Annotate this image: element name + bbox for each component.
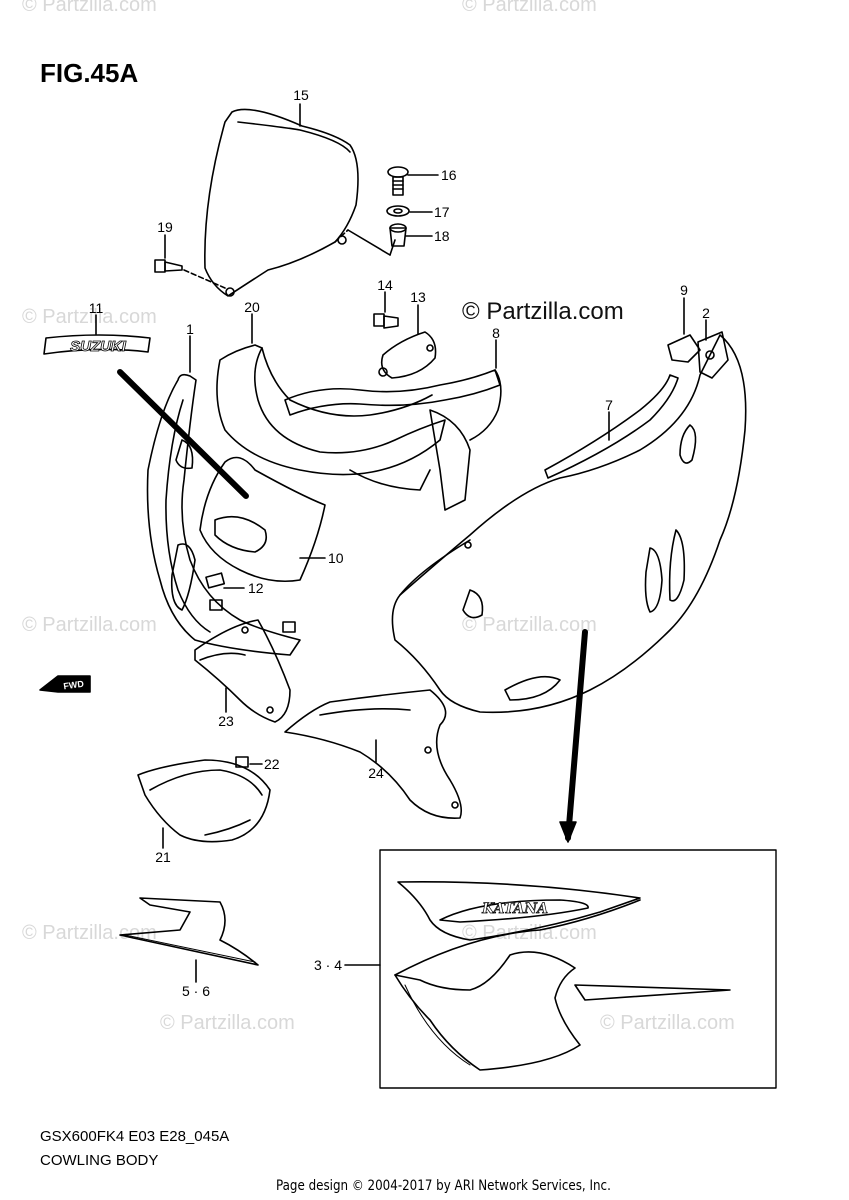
watermark: © Partzilla.com	[600, 1012, 735, 1034]
washer-17	[386, 205, 410, 217]
footer-copyright: Page design © 2004-2017 by ARI Network S…	[276, 1178, 611, 1194]
suzuki-emblem-11	[43, 334, 151, 355]
bracket-9-2	[667, 331, 729, 379]
watermark: © Partzilla.com	[462, 922, 597, 944]
inner-panel-20	[216, 344, 446, 491]
watermark: © Partzilla.com	[160, 1012, 295, 1034]
well-nut-18	[389, 223, 407, 247]
cowling-left-1	[146, 373, 301, 656]
callout-7: 7	[605, 397, 613, 413]
callout-19: 19	[157, 219, 173, 235]
watermark: © Partzilla.com	[22, 0, 157, 16]
callout-21: 21	[155, 849, 171, 865]
windscreen-15	[204, 108, 359, 297]
callout-13: 13	[410, 289, 426, 305]
lower-panel-24	[284, 689, 463, 819]
callout-5-6: 5 · 6	[182, 983, 210, 999]
callout-16: 16	[441, 167, 457, 183]
callout-23: 23	[218, 713, 234, 729]
katana-decal-text: KATANA	[481, 901, 548, 917]
callout-8: 8	[492, 325, 500, 341]
decal-3-4	[394, 881, 731, 1071]
callout-11: 11	[89, 300, 104, 316]
clip-12	[205, 572, 296, 633]
bracket-13	[378, 331, 437, 379]
callout-2: 2	[702, 305, 710, 321]
fwd-label: FWD	[63, 679, 85, 692]
inner-trim-8	[284, 369, 502, 511]
callout-18: 18	[434, 228, 450, 244]
screw-16	[387, 166, 409, 196]
figure-title: FIG.45A	[40, 58, 139, 88]
side-panel-10	[199, 456, 326, 583]
model-code: GSX600FK4 E03 E28_045A	[40, 1128, 230, 1145]
cowling-right-7	[391, 334, 747, 714]
fwd-arrow	[39, 675, 91, 693]
watermark: © Partzilla.com	[22, 306, 157, 328]
callout-14: 14	[377, 277, 393, 293]
callout-12: 12	[248, 580, 264, 596]
under-cover-21	[137, 759, 271, 843]
callout-9: 9	[680, 282, 688, 298]
decal-5-6	[119, 897, 259, 966]
diagram-name: COWLING BODY	[40, 1152, 159, 1169]
decal-detail-box	[379, 849, 777, 1089]
watermark: © Partzilla.com	[22, 614, 157, 636]
callout-3-4: 3 · 4	[314, 957, 342, 973]
watermark: © Partzilla.com	[462, 614, 597, 636]
callout-15: 15	[293, 87, 309, 103]
watermark: © Partzilla.com	[462, 0, 597, 16]
suzuki-decal-text: SUZUKI	[70, 338, 127, 355]
lower-panel-23	[194, 619, 291, 723]
bolt-14	[373, 313, 399, 329]
callout-10: 10	[328, 550, 344, 566]
callout-17: 17	[434, 204, 450, 220]
callout-24: 24	[368, 765, 384, 781]
brand-watermark: © Partzilla.com	[462, 298, 624, 325]
screw-19	[154, 259, 183, 273]
callout-20: 20	[244, 299, 260, 315]
watermark: © Partzilla.com	[22, 922, 157, 944]
callout-22: 22	[264, 756, 280, 772]
callout-1: 1	[186, 321, 194, 337]
